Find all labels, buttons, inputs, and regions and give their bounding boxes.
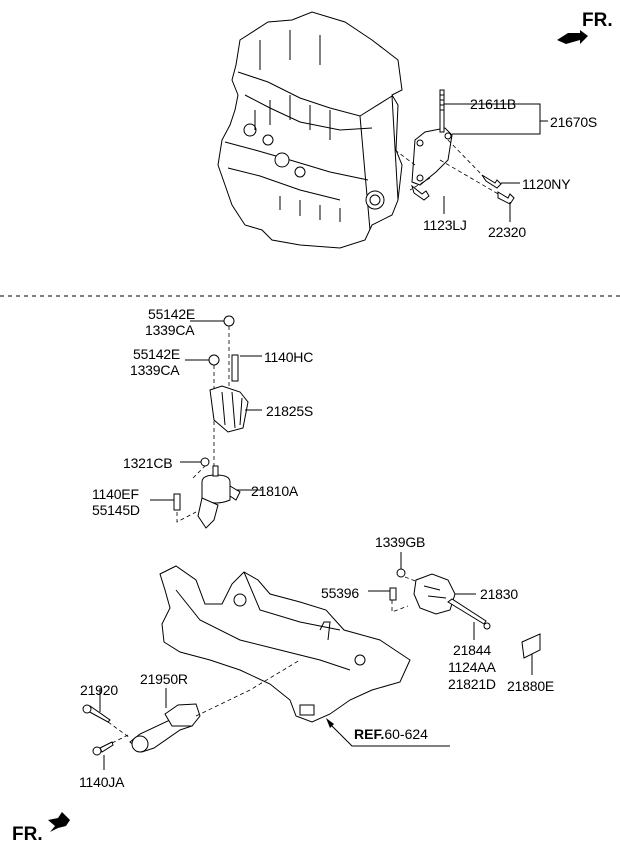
part-label-1124AA[interactable]: 1124AA [448,659,496,675]
subframe [159,565,450,747]
part-label-1339GB[interactable]: 1339GB [375,534,426,550]
part-label-21611B[interactable]: 21611B [470,96,517,112]
part-label-55142E-upper[interactable]: 55142E [148,306,196,322]
mount-21830 [368,552,541,675]
part-label-21810A[interactable]: 21810A [251,483,299,499]
part-label-55396[interactable]: 55396 [321,585,359,601]
bracket-21670S [394,89,548,222]
part-label-1140JA[interactable]: 1140JA [79,774,125,790]
part-label-55145D[interactable]: 55145D [92,502,140,518]
part-label-1140EF[interactable]: 1140EF [92,486,139,502]
part-label-21670S[interactable]: 21670S [550,114,598,130]
direction-label-top: FR. [582,10,613,31]
fr-arrow-top-icon [557,30,588,44]
part-label-21825S[interactable]: 21825S [266,403,314,419]
part-label-55142E-lower[interactable]: 55142E [133,346,181,362]
part-label-1339CA-upper[interactable]: 1339CA [145,322,195,338]
part-label-1123LJ[interactable]: 1123LJ [423,217,467,233]
part-label-21844[interactable]: 21844 [453,642,491,658]
engine-block [217,11,403,249]
reference-code: 60-624 [384,726,428,742]
part-label-1321CB[interactable]: 1321CB [123,455,173,471]
part-label-21920[interactable]: 21920 [80,682,118,698]
part-label-21950R[interactable]: 21950R [140,671,188,687]
part-label-1120NY[interactable]: 1120NY [522,176,571,192]
part-label-1339CA-lower[interactable]: 1339CA [130,362,180,378]
mount-assembly-21810A [150,315,262,529]
reference-label[interactable]: REF.60-624 [354,726,428,742]
reference-prefix: REF. [354,726,385,742]
part-label-21821D[interactable]: 21821D [448,676,496,692]
part-label-21830[interactable]: 21830 [480,586,518,602]
part-label-1140HC[interactable]: 1140HC [264,349,314,365]
fr-arrow-bottom-icon [48,812,70,832]
part-label-22320[interactable]: 22320 [488,224,526,240]
torque-rod-21950R [82,659,301,770]
direction-label-bottom: FR. [12,824,43,845]
part-label-21880E[interactable]: 21880E [507,678,555,694]
